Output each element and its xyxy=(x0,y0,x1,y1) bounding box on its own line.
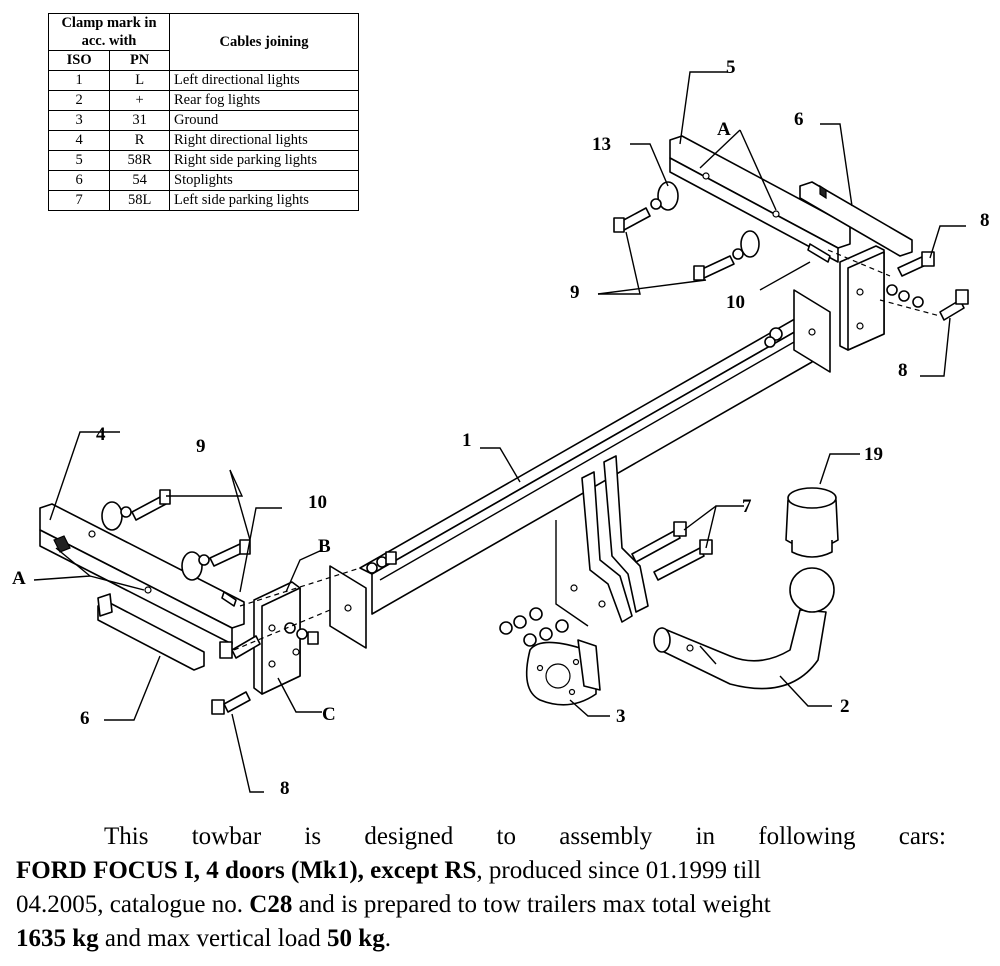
left-reinforcement-strip xyxy=(97,593,205,671)
point-label-a-right: A xyxy=(717,119,731,140)
table-row: 7 58L Left side parking lights xyxy=(47,190,359,211)
cable-desc-cell: Left side parking lights xyxy=(169,190,359,211)
iso-header: ISO xyxy=(47,50,111,71)
towbar-exploded-diagram: 5 6 A 13 8 9 10 8 1 4 9 10 B A 6 C 8 7 1… xyxy=(12,57,990,799)
main-crossbar xyxy=(329,289,831,649)
cable-desc-cell: Right directional lights xyxy=(169,130,359,151)
point-label-a-left: A xyxy=(12,568,26,589)
point-label-c: C xyxy=(322,704,336,725)
ball-cap xyxy=(785,487,839,558)
part-label-8-right-top: 8 xyxy=(980,210,990,231)
cable-legend-table: Clamp mark in acc. with Cables joining I… xyxy=(47,13,359,211)
table-row: 4 R Right directional lights xyxy=(47,130,359,151)
right-reinforcement-strip xyxy=(799,181,913,257)
part-label-7: 7 xyxy=(742,496,752,517)
ball-mount-bracket xyxy=(555,455,649,627)
vehicle-description: This towbar is designed to assembly in f… xyxy=(16,820,946,956)
table-row: 6 54 Stoplights xyxy=(47,170,359,191)
table-row: 2 + Rear fog lights xyxy=(47,90,359,111)
part-label-3: 3 xyxy=(616,706,626,727)
max-total-weight: 1635 kg xyxy=(16,925,99,952)
table-row: 5 58R Right side parking lights xyxy=(47,150,359,171)
part-label-6-left: 6 xyxy=(80,708,90,729)
part-label-9-left: 9 xyxy=(196,436,206,457)
part-label-10-left: 10 xyxy=(308,492,327,513)
assembly-guide-lines xyxy=(233,249,941,651)
clamp-mark-header: Clamp mark in acc. with xyxy=(48,13,170,51)
description-end: . xyxy=(384,925,391,952)
left-bracket xyxy=(253,581,301,695)
part-label-9-right: 9 xyxy=(570,282,580,303)
tow-weight-text: and is prepared to tow trailers max tota… xyxy=(292,891,771,918)
right-side-plate xyxy=(669,135,851,263)
production-dates-end: 04.2005, catalogue no. xyxy=(16,891,250,918)
part-label-6-right: 6 xyxy=(794,109,804,130)
part-label-2: 2 xyxy=(840,696,850,717)
description-intro: This towbar is designed to assembly in f… xyxy=(104,823,946,850)
cables-joining-header: Cables joining xyxy=(169,13,359,71)
vehicle-model: FORD FOCUS I, 4 doors (Mk1), except RS xyxy=(16,857,477,884)
cable-desc-cell: Stoplights xyxy=(169,170,359,191)
max-vertical-load: 50 kg xyxy=(327,925,385,952)
part-label-19: 19 xyxy=(864,444,883,465)
pn-header: PN xyxy=(109,50,170,71)
part-label-8-left: 8 xyxy=(280,778,290,799)
part-label-13: 13 xyxy=(592,134,611,155)
part-label-4: 4 xyxy=(96,424,106,445)
socket-plate xyxy=(525,639,601,706)
leader-lines xyxy=(33,71,966,793)
right-bracket xyxy=(839,245,885,351)
point-label-b: B xyxy=(318,536,331,557)
fasteners xyxy=(101,181,969,715)
part-label-5: 5 xyxy=(726,57,736,78)
part-label-1: 1 xyxy=(462,430,472,451)
table-row: 3 31 Ground xyxy=(47,110,359,131)
part-label-10-right: 10 xyxy=(726,292,745,313)
production-dates-start: , produced since 01.1999 till xyxy=(476,857,762,884)
pn-cell: 58L xyxy=(109,190,170,211)
description-body: FORD FOCUS I, 4 doors (Mk1), except RS, … xyxy=(16,857,771,952)
iso-cell: 7 xyxy=(47,190,111,211)
catalogue-number: C28 xyxy=(249,891,293,918)
part-label-8-right-bottom: 8 xyxy=(898,360,908,381)
vertical-load-text: and max vertical load xyxy=(98,925,328,952)
cable-desc-cell: Rear fog lights xyxy=(169,90,359,111)
description-line-1: This towbar is designed to assembly in f… xyxy=(16,820,946,854)
tow-ball-arm xyxy=(653,567,835,690)
cable-desc-cell: Right side parking lights xyxy=(169,150,359,171)
